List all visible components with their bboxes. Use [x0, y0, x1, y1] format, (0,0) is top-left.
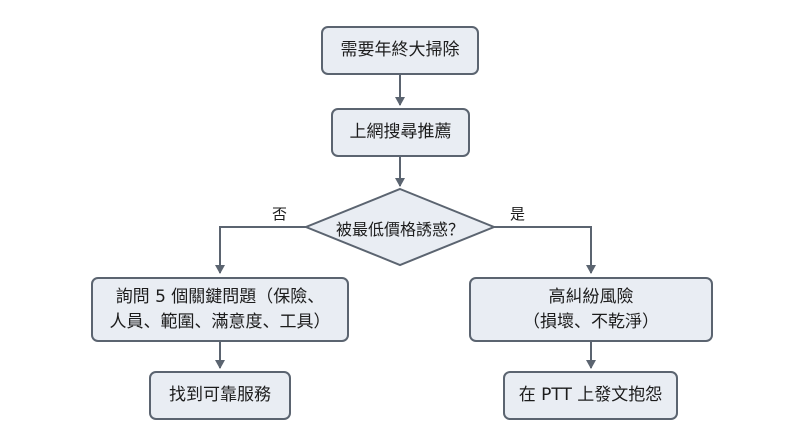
- start-node: 需要年終大掃除: [321, 26, 479, 75]
- high-risk-line1: 高糾紛風險: [548, 286, 634, 307]
- decision-label: 被最低價格誘惑？: [335, 220, 464, 239]
- yes-label: 是: [510, 205, 526, 223]
- ask-questions-line1: 詢問 5 個關鍵問題（保險、: [115, 286, 325, 307]
- high-risk-line2: （損壞、不乾淨）: [523, 311, 659, 332]
- find-reliable-node: 找到可靠服務: [149, 371, 291, 420]
- high-risk-node: 高糾紛風險 （損壞、不乾淨）: [469, 277, 713, 342]
- arrow-decision-no-branch: [215, 226, 306, 274]
- arrow-decision-yes-branch: [494, 226, 596, 274]
- complain-node: 在 PTT 上發文抱怨: [503, 371, 678, 420]
- ask-questions-node: 詢問 5 個關鍵問題（保險、 人員、範圍、滿意度、工具）: [91, 277, 349, 342]
- start-node-label: 需要年終大掃除: [340, 40, 460, 61]
- find-reliable-label: 找到可靠服務: [169, 385, 271, 406]
- search-node-label: 上網搜尋推薦: [349, 122, 452, 143]
- ask-questions-line2: 人員、範圍、滿意度、工具）: [109, 311, 331, 332]
- search-node: 上網搜尋推薦: [331, 108, 470, 157]
- no-label: 否: [272, 205, 288, 223]
- complain-label: 在 PTT 上發文抱怨: [518, 385, 663, 406]
- decision-diamond: [303, 187, 497, 267]
